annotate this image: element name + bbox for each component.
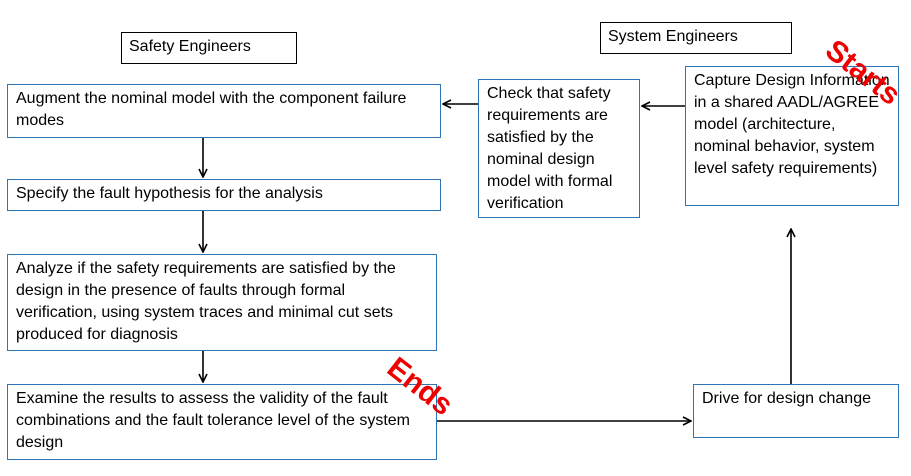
step-specify-box: Specify the fault hypothesis for the ana… (7, 179, 441, 211)
step-analyze-box: Analyze if the safety requirements are s… (7, 254, 437, 351)
step-drive-box: Drive for design change (693, 384, 899, 438)
step-augment-box: Augment the nominal model with the compo… (7, 84, 441, 138)
step-check-box: Check that safety requirements are satis… (478, 79, 640, 218)
system-engineers-label: System Engineers (600, 22, 792, 54)
step-capture-box: Capture Design Information in a shared A… (685, 66, 899, 206)
safety-engineers-label: Safety Engineers (121, 32, 297, 64)
step-examine-box: Examine the results to assess the validi… (7, 384, 437, 460)
